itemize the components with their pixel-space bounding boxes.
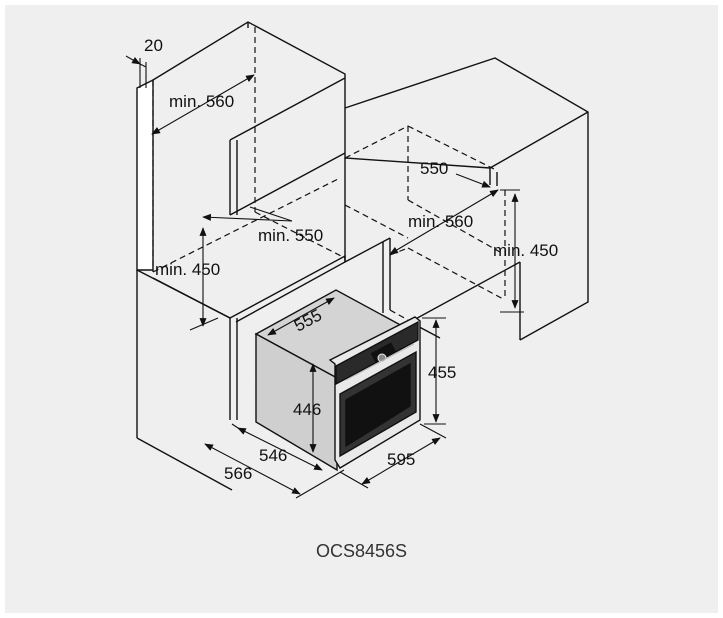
- dim-base-min-height: min. 450: [493, 241, 558, 260]
- oven: [254, 289, 421, 472]
- dim-gap-top: 20: [144, 36, 163, 55]
- dim-wall-min-height: min. 450: [155, 260, 220, 279]
- dim-oven-height-front: 455: [428, 363, 456, 382]
- dimension-lines: [125, 55, 524, 499]
- base-cabinet: [344, 57, 589, 341]
- dim-oven-depth-body: 546: [259, 446, 287, 465]
- dim-wall-min-depth: min. 560: [169, 92, 234, 111]
- dim-base-min-depth: min. 560: [408, 212, 473, 231]
- dim-oven-height-body: 446: [293, 400, 321, 419]
- dim-oven-depth-total: 566: [224, 464, 252, 483]
- model-label: OCS8456S: [315, 541, 408, 561]
- dim-oven-width: 595: [387, 450, 415, 469]
- dim-wall-shelf-depth: min. 550: [258, 226, 323, 245]
- dim-base-depth: 550: [420, 159, 448, 178]
